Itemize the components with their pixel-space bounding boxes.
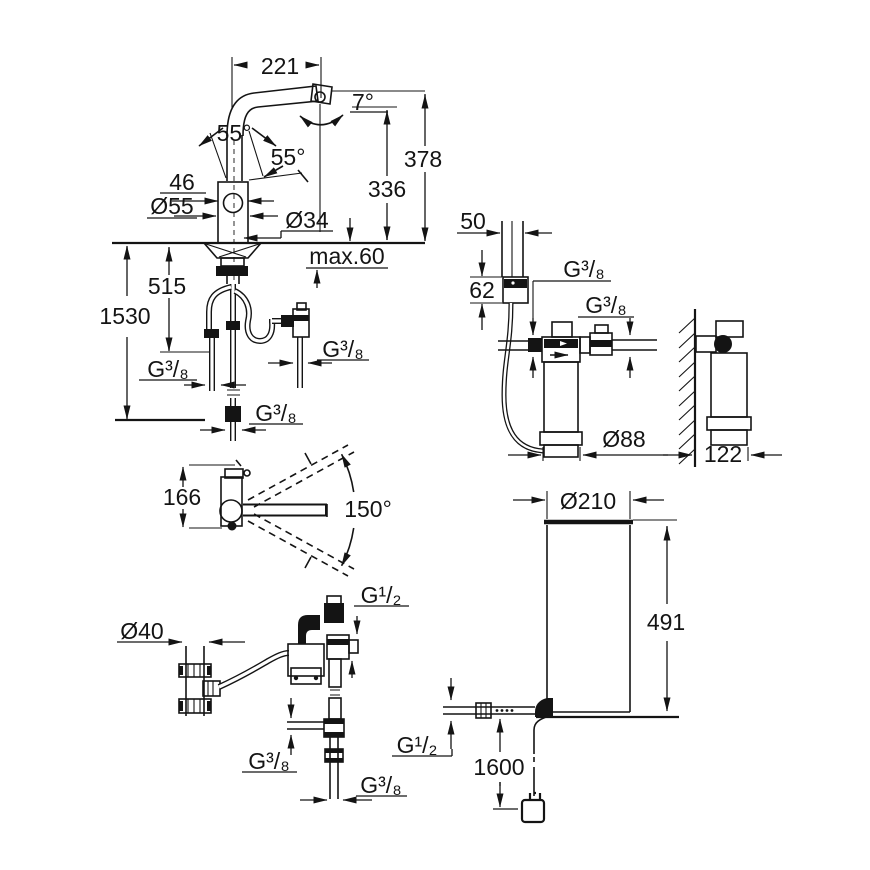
- thread-assembly-bottom: G³/₈: [360, 772, 401, 798]
- thread-assembly-branch: G³/₈: [248, 748, 289, 774]
- dim-height-336: 336: [368, 176, 406, 202]
- faucet-front-view: [112, 57, 429, 441]
- connection-assembly-view: [117, 595, 409, 804]
- dim-hose-width: 50: [460, 208, 486, 234]
- filter-side-view: [663, 309, 782, 467]
- dim-hole-diameter: Ø34: [285, 207, 329, 233]
- filter-front-view: [457, 221, 668, 461]
- dim-body-depth: 166: [163, 484, 201, 510]
- dim-connection-length: 515: [148, 273, 186, 299]
- dim-wall-depth: 122: [704, 441, 742, 467]
- dim-spout-reach: 221: [261, 53, 299, 79]
- dim-spout-angle: 7°: [352, 89, 374, 115]
- dim-tank-diameter: Ø210: [560, 488, 616, 514]
- dim-hose-length: 1530: [99, 303, 150, 329]
- dim-height-378: 378: [404, 146, 442, 172]
- thread-filter-inlet: G³/₈: [563, 256, 604, 282]
- dim-filter-diameter: Ø88: [602, 426, 645, 452]
- dim-swivel-range: 150°: [344, 496, 392, 522]
- dim-drain-diameter: Ø40: [120, 618, 163, 644]
- dim-handle-angle-side: 55°: [271, 144, 306, 170]
- dimension-labels: 221 7° 378 336 55° 55° 46 Ø55 Ø34 max.60…: [99, 53, 742, 798]
- dim-handle-angle-front: 55°: [217, 120, 252, 146]
- thread-filter-outlet: G³/₈: [585, 292, 626, 318]
- dim-cable-length: 1600: [473, 754, 524, 780]
- thread-faucet-center: G³/₈: [255, 400, 296, 426]
- dim-handle-clearance: 46: [169, 169, 195, 195]
- dim-box-height: 62: [469, 277, 495, 303]
- thread-faucet-right: G³/₈: [322, 336, 363, 362]
- tank-view: [392, 491, 679, 824]
- thread-assembly-top: G¹/₂: [361, 582, 402, 608]
- thread-tank-connection: G¹/₂: [397, 732, 438, 758]
- dim-tank-height: 491: [647, 609, 685, 635]
- faucet-top-view: [179, 444, 355, 577]
- dim-body-diameter: Ø55: [150, 193, 193, 219]
- thread-faucet-left: G³/₈: [147, 356, 188, 382]
- dim-max-deck-thickness: max.60: [309, 243, 384, 269]
